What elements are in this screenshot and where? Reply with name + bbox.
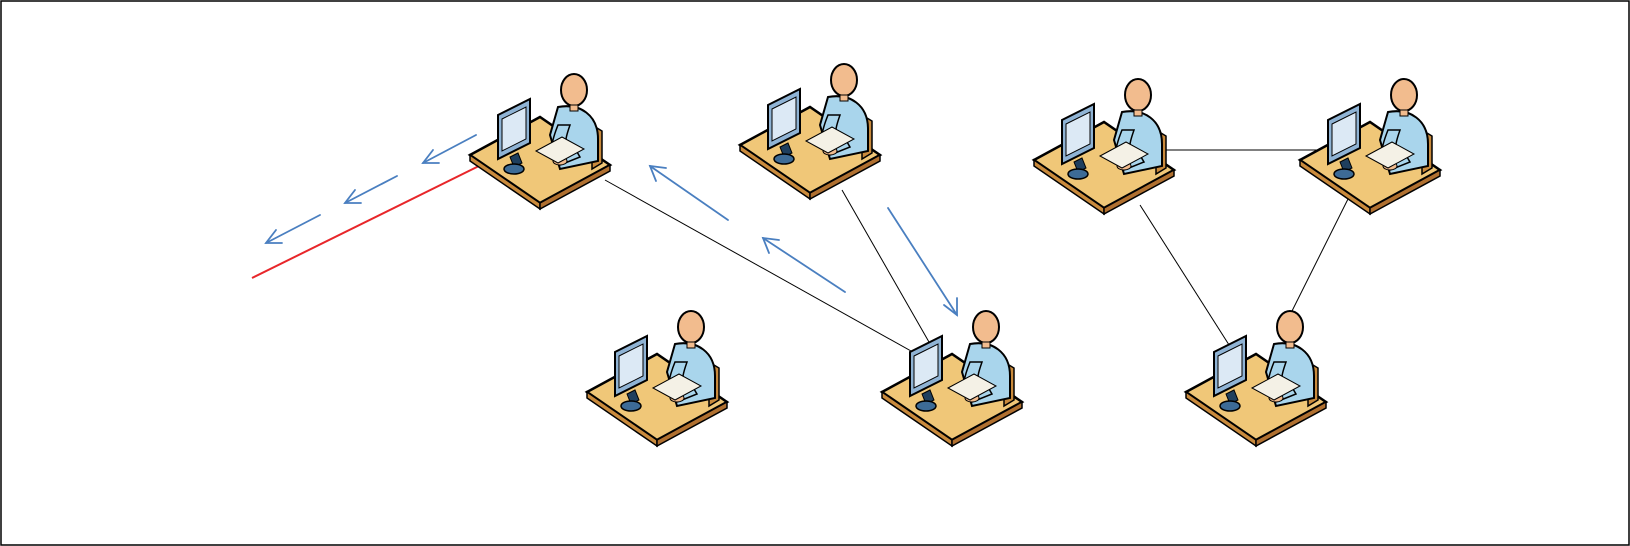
connection-line xyxy=(1139,204,1246,371)
workstation-user-icon xyxy=(1184,309,1328,448)
connection-line xyxy=(604,179,946,371)
flow-arrow xyxy=(761,236,846,293)
workstation-user-icon xyxy=(1032,77,1176,216)
connection-line xyxy=(1284,194,1351,326)
workstation-user-icon xyxy=(738,62,882,201)
broken-link-line xyxy=(251,162,486,279)
flow-arrow xyxy=(421,134,477,164)
workstation-user-icon xyxy=(468,72,612,211)
connection-line xyxy=(841,189,946,371)
workstation-user-icon xyxy=(880,309,1024,448)
workstation-user-icon xyxy=(585,309,729,448)
flow-arrow xyxy=(887,207,958,317)
flow-arrow xyxy=(343,175,398,204)
flow-arrow xyxy=(264,214,321,244)
workstation-user-icon xyxy=(1298,77,1442,216)
flow-arrow xyxy=(648,164,729,221)
